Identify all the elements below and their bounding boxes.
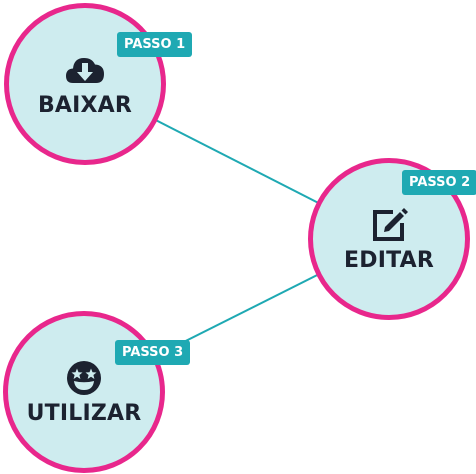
step-label: BAIXAR [37,93,133,118]
step-utilizar[interactable]: UTILIZAR [3,311,165,473]
star-struck-face-icon [64,358,104,398]
edit-icon [369,205,409,245]
step-badge-3: PASSO 3 [115,340,191,365]
step-label: EDITAR [344,248,434,273]
step-badge-1: PASSO 1 [117,32,193,57]
step-badge-2: PASSO 2 [402,170,476,195]
cloud-download-icon [65,50,105,90]
step-baixar[interactable]: BAIXAR [4,3,166,165]
step-label: UTILIZAR [26,401,142,426]
